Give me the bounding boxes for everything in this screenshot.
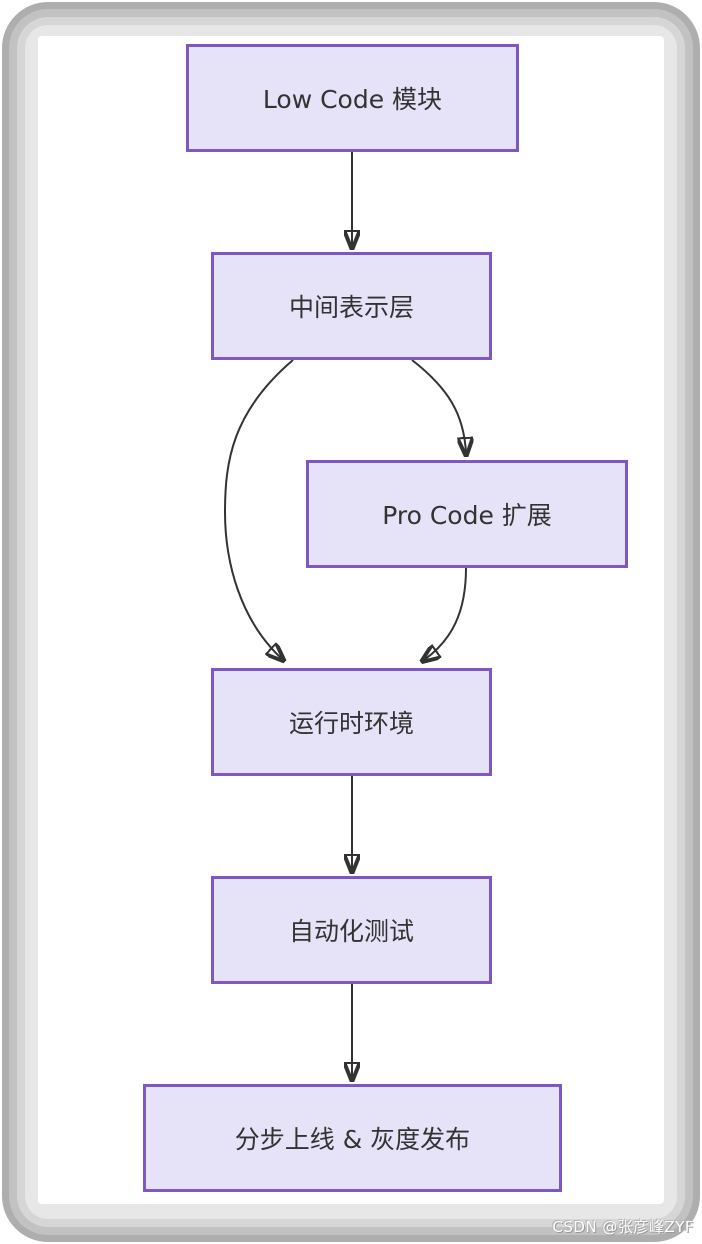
- node-label: 分步上线 & 灰度发布: [234, 1125, 471, 1154]
- node-label: Low Code 模块: [262, 85, 443, 114]
- node-label: 中间表示层: [288, 293, 414, 322]
- node-auto-test: 自动化测试: [211, 876, 492, 984]
- node-low-code: Low Code 模块: [186, 44, 519, 152]
- node-pro-code: Pro Code 扩展: [306, 460, 628, 568]
- edge-procode-to-runtime: [424, 567, 467, 660]
- edge-intermediate-to-runtime: [223, 359, 294, 659]
- node-label: 自动化测试: [288, 917, 414, 946]
- node-release: 分步上线 & 灰度发布: [143, 1084, 562, 1192]
- watermark: CSDN @张彦峰ZYF: [552, 1216, 694, 1237]
- edge-intermediate-to-procode: [411, 359, 466, 453]
- node-label: 运行时环境: [288, 709, 414, 738]
- node-intermediate-layer: 中间表示层: [211, 252, 492, 360]
- node-runtime: 运行时环境: [211, 668, 492, 776]
- node-label: Pro Code 扩展: [382, 501, 552, 530]
- watermark-text: CSDN @张彦峰ZYF: [552, 1218, 694, 1236]
